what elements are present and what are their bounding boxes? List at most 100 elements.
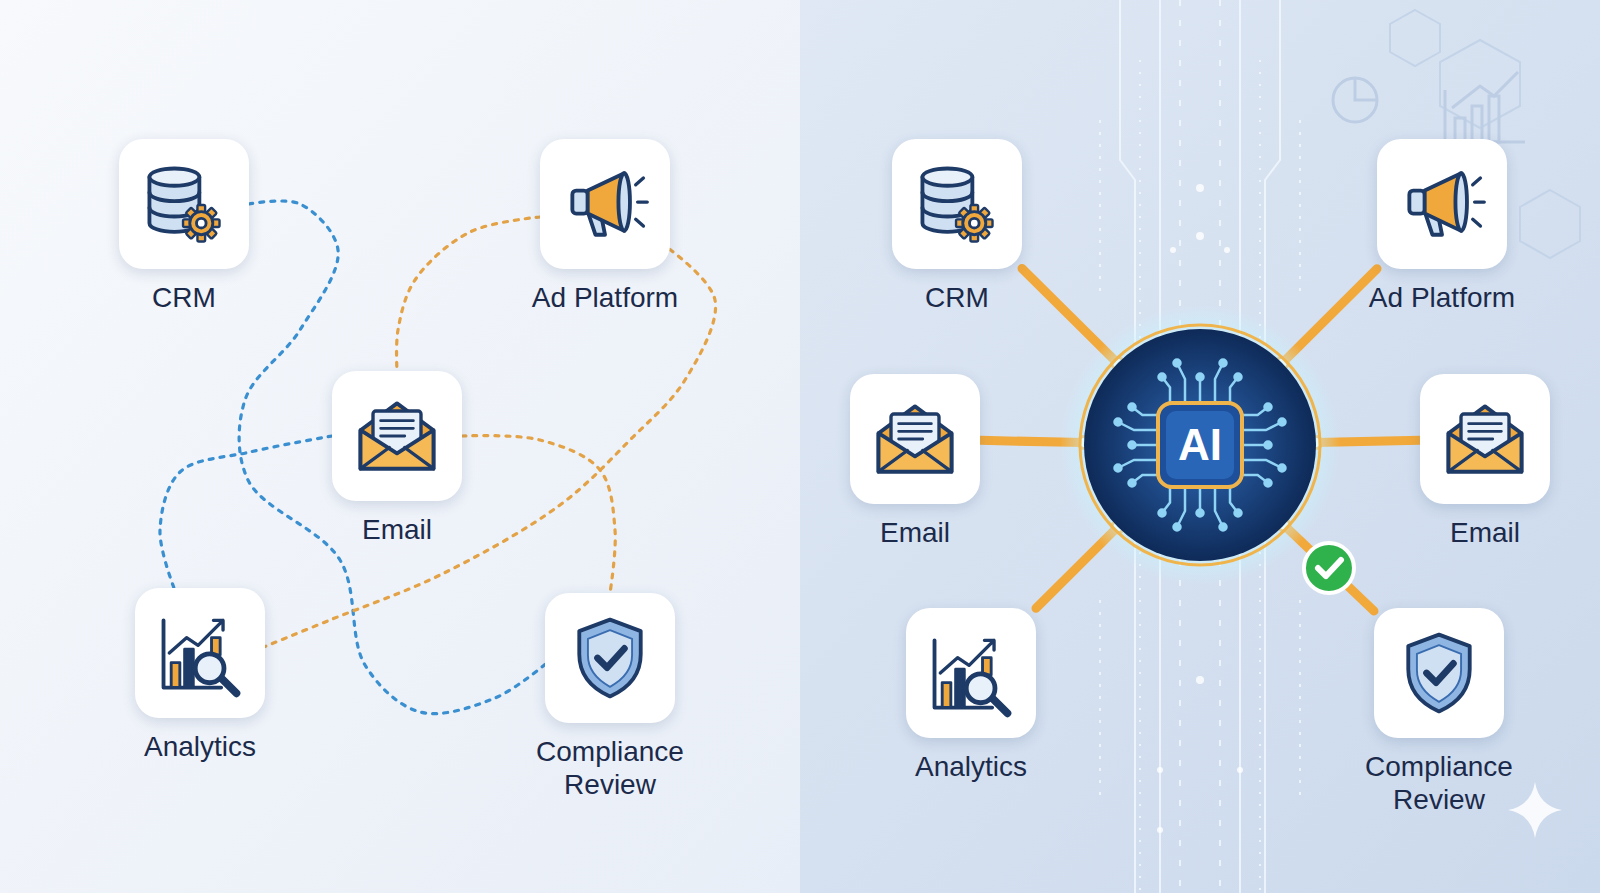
circuit-pad	[1265, 442, 1272, 449]
icon-art	[579, 620, 640, 697]
chip	[1158, 403, 1242, 487]
icon	[867, 391, 963, 487]
circuit-trace	[1215, 487, 1223, 527]
envelope-front	[879, 433, 952, 471]
icon	[1391, 625, 1487, 721]
circuit-pad	[1235, 374, 1242, 381]
icon	[152, 605, 248, 701]
icon-art	[1409, 173, 1484, 234]
circuit-pad	[1197, 510, 1204, 517]
icon-box	[540, 139, 670, 269]
shield-inner	[588, 630, 632, 687]
check-mark	[598, 648, 625, 667]
icon-art	[922, 168, 992, 241]
database-band	[922, 192, 972, 201]
letter-lines	[381, 421, 414, 436]
ad-platform-node: Ad Platform	[505, 139, 705, 314]
email-node: Email	[815, 374, 1015, 549]
envelope-folds	[879, 451, 952, 472]
circuit-side	[1159, 487, 1242, 531]
dashed-connector	[397, 217, 540, 371]
database-top	[149, 168, 199, 185]
circuit-pad	[1235, 510, 1242, 517]
icon	[562, 610, 658, 706]
ad-platform-node: Ad Platform	[1342, 139, 1542, 314]
shield-outer	[1408, 635, 1469, 712]
gear-hole	[196, 218, 206, 228]
node-label: Ad Platform	[1342, 281, 1542, 314]
circuit-trace	[1177, 487, 1185, 527]
icon-box	[1374, 608, 1504, 738]
icon-art	[879, 406, 952, 471]
shield-inner	[1417, 645, 1461, 702]
left-panel	[0, 0, 800, 893]
icon-box	[119, 139, 249, 269]
icon	[1437, 391, 1533, 487]
bar	[942, 683, 951, 708]
icon-art	[361, 403, 434, 468]
analytics-node: Analytics	[100, 588, 300, 763]
envelope-front	[361, 430, 434, 468]
circuit-pad	[1115, 465, 1122, 472]
megaphone-mouth	[618, 173, 630, 231]
circuit-pad	[1174, 360, 1181, 367]
icon-art	[935, 640, 1008, 713]
circuit-pad	[1174, 524, 1181, 531]
hub-label: AI	[1178, 420, 1222, 470]
approval-badge	[1304, 543, 1354, 593]
bar	[171, 663, 180, 688]
circuit-trace	[1242, 422, 1282, 430]
icon	[1394, 156, 1490, 252]
circuit	[1115, 360, 1286, 531]
envelope-folds	[361, 448, 434, 469]
circuit-pad	[1220, 524, 1227, 531]
node-label: Ad Platform	[505, 281, 705, 314]
circuit-pad	[1159, 374, 1166, 381]
email-node: Email	[1385, 374, 1585, 549]
compliance-node: Compliance Review	[510, 593, 710, 801]
circuit-pad	[1129, 404, 1136, 411]
icon-art	[164, 620, 237, 693]
trend-line	[940, 640, 994, 673]
icon-art	[572, 173, 647, 234]
bar	[956, 669, 965, 707]
circuit-trace	[1177, 363, 1185, 403]
crm-node: CRM	[857, 139, 1057, 314]
crm-node: CRM	[84, 139, 284, 314]
icon	[136, 156, 232, 252]
circuit-pad	[1159, 510, 1166, 517]
badge-disc	[1304, 543, 1354, 593]
icon-box	[892, 139, 1022, 269]
right-panel	[800, 0, 1600, 893]
icon-art	[1449, 406, 1522, 471]
envelope-back	[1449, 406, 1522, 471]
node-label: Analytics	[871, 750, 1071, 783]
megaphone-mouth	[1455, 173, 1467, 231]
magnifier-handle	[221, 678, 236, 693]
hub-ring	[1080, 325, 1320, 565]
megaphone-back	[1409, 191, 1424, 214]
envelope-back	[879, 406, 952, 471]
circuit-pad	[1265, 404, 1272, 411]
gear-hole	[969, 218, 979, 228]
compliance-node: Compliance Review	[1339, 608, 1539, 816]
hub-disk	[1084, 329, 1316, 561]
circuit-pad	[1279, 465, 1286, 472]
circuit-pad	[1129, 442, 1136, 449]
node-label: CRM	[84, 281, 284, 314]
circuit-pad	[1115, 419, 1122, 426]
node-label: Email	[815, 516, 1015, 549]
bar	[185, 649, 194, 687]
node-label: CRM	[857, 281, 1057, 314]
check-mark	[1427, 663, 1454, 682]
icon-art	[1408, 635, 1469, 712]
circuit-side	[1115, 404, 1159, 487]
gear-wheel	[963, 212, 986, 235]
icon	[349, 388, 445, 484]
circuit-side	[1242, 404, 1286, 487]
trend-line	[169, 620, 223, 653]
circuit-trace	[1118, 422, 1158, 430]
analytics-node: Analytics	[871, 608, 1071, 783]
circuit-side	[1159, 360, 1242, 404]
